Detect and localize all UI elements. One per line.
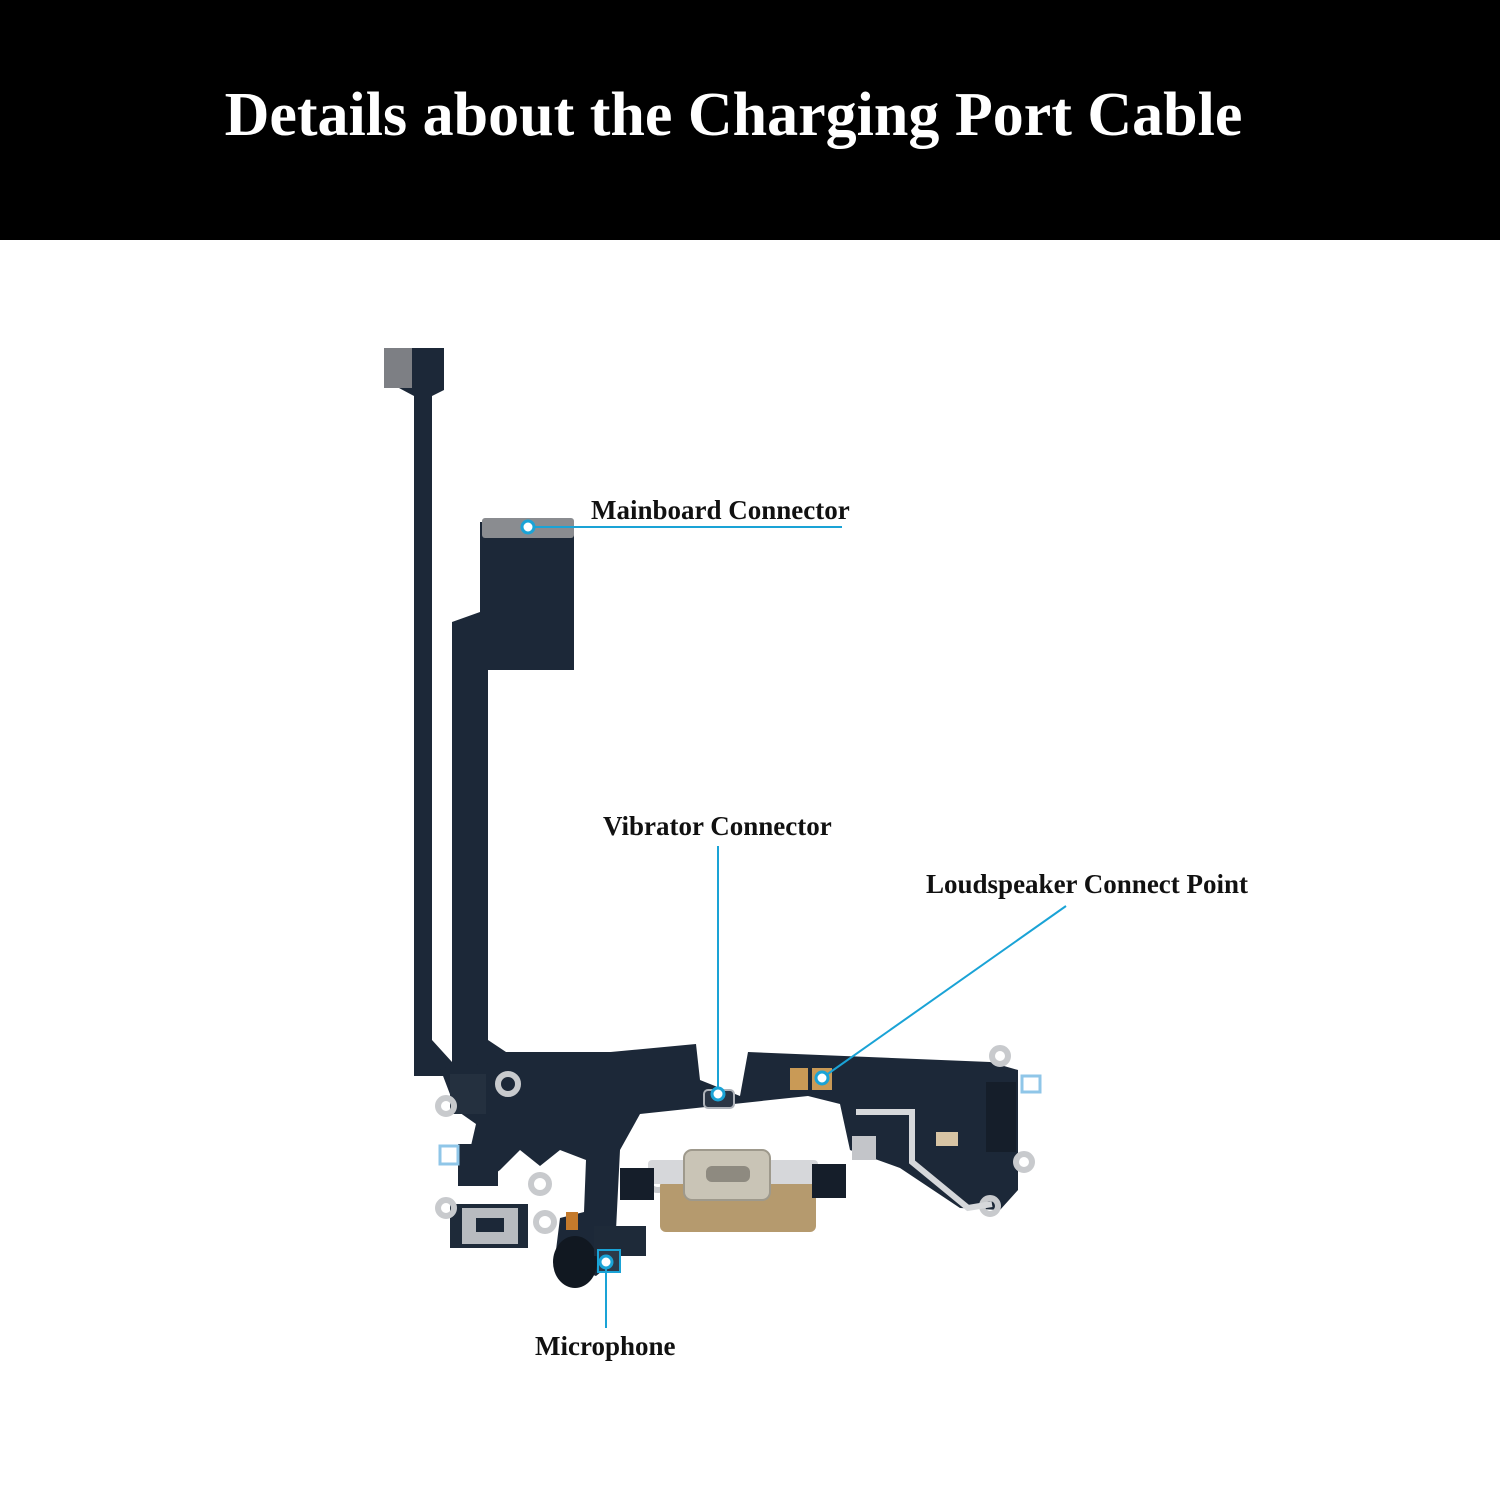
bottom-board [440,1044,1018,1276]
ic-right [812,1164,846,1198]
vibrator-callout-dot [710,1086,726,1102]
middle-ribbon [452,522,696,1090]
blue-pad-right [1020,1074,1042,1094]
bracket-ring-9 [1013,1151,1035,1173]
silver-trace-loop [856,1109,993,1212]
mainboard-connector-label: Mainboard Connector [591,495,850,525]
bracket-ring-5 [533,1210,557,1234]
vibrator-connector-label: Vibrator Connector [603,811,832,841]
blue-pad-left [438,1144,460,1166]
microphone-callout-dot [598,1254,614,1270]
mainboard-callout-dot [520,519,536,535]
small-connector [936,1132,958,1146]
microphone-label: Microphone [535,1331,676,1361]
header-banner: Details about the Charging Port Cable [0,0,1500,240]
left-rubber-pad [553,1236,597,1288]
bracket-ring-2 [435,1095,457,1117]
left-ribbon [384,348,470,1076]
ic-left [620,1168,654,1200]
page-title: Details about the Charging Port Cable [224,81,1243,149]
bracket-ring-1 [495,1071,521,1097]
ic-far-right [986,1082,1016,1152]
bracket-ring-8 [989,1045,1011,1067]
left-flap-lower [458,1144,498,1186]
mic-tail [596,1160,610,1230]
left-shield-cutout [476,1218,504,1232]
top-connector-tab [384,348,412,388]
loudspeaker-callout-dot [814,1070,830,1086]
orange-flex [566,1212,578,1230]
speaker-pad-left [790,1068,808,1090]
bracket-ring-4 [435,1197,457,1219]
port-opening [706,1166,750,1182]
metal-shield-square [852,1136,876,1160]
loudspeaker-callout-line [821,905,1067,1079]
bracket-ring-3 [528,1172,552,1196]
loudspeaker-connect-point-label: Loudspeaker Connect Point [926,869,1249,899]
